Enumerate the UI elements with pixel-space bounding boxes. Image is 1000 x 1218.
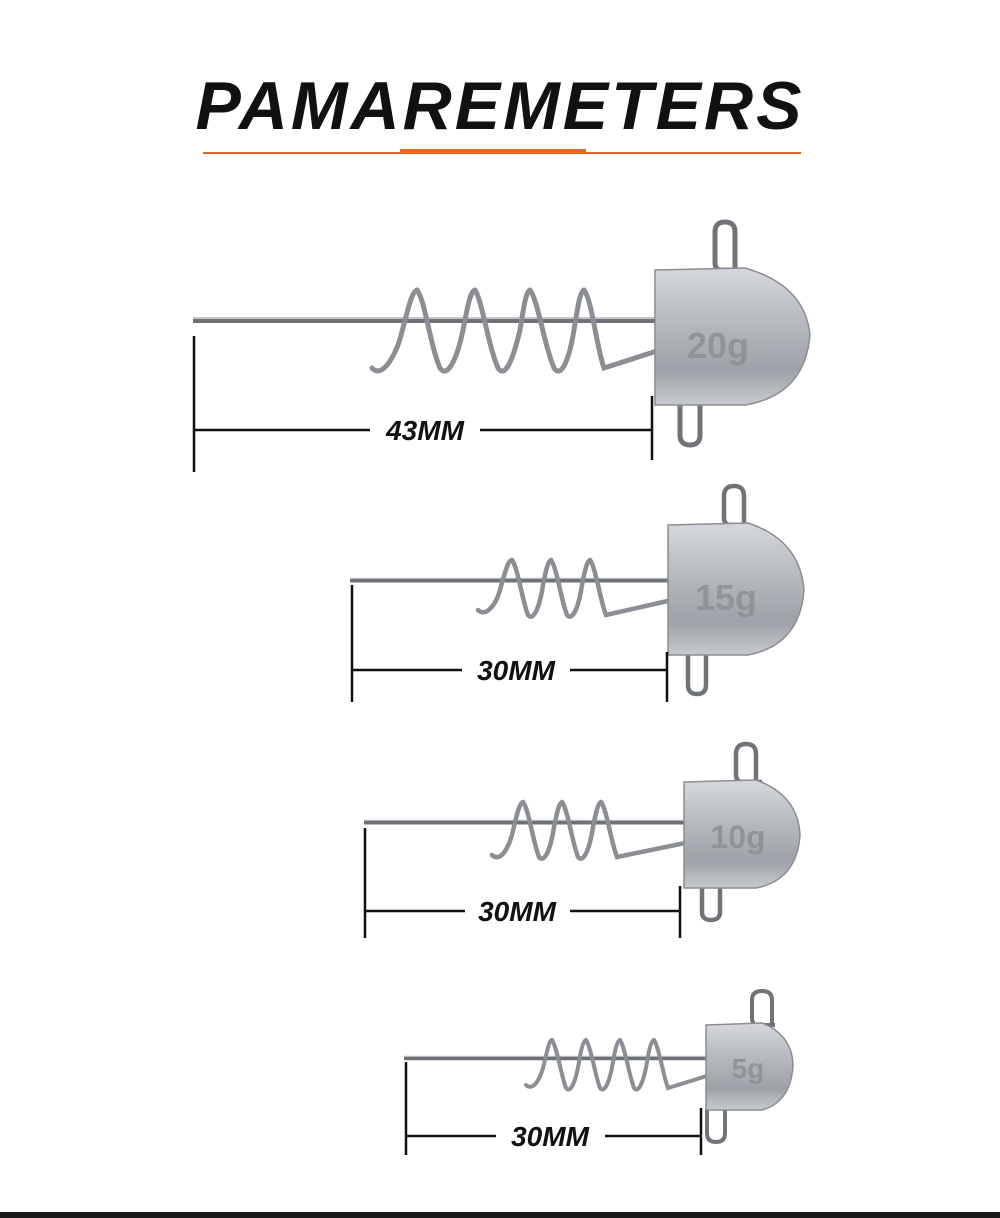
lead-head [683,779,801,889]
length-dimension [350,585,669,702]
hook-eye-loop [677,395,703,448]
line-tie-loop [721,483,748,528]
page-title: PAMAREMETERS [195,68,805,144]
weight-marking: 5g [732,1053,765,1084]
weight-marking: 15g [695,577,757,618]
title-underline-accent [400,149,586,154]
screw-spring [524,1038,712,1092]
jig-head-20g: 20g 43MM [192,219,811,472]
jig-head-15g: 15g 30MM [350,483,805,702]
line-tie-loop [750,988,775,1027]
length-label: 30MM [511,1121,589,1152]
line-tie-loop [712,219,738,273]
line-tie-loop [733,741,762,785]
jig-head-5g: 5g 30MM [404,988,794,1155]
length-dimension [404,1062,703,1155]
lead-head [654,267,811,406]
length-label: 30MM [477,655,555,686]
screw-spring [489,799,693,861]
hook-eye-loop [699,885,723,923]
length-dimension [192,336,654,472]
length-dimension [363,828,682,938]
screw-spring [369,287,663,374]
hook-eye-loop [705,1110,727,1145]
bottom-divider [0,1212,1000,1218]
lead-head [667,522,805,656]
hook-eye-loop [685,648,709,697]
length-label: 30MM [478,896,556,927]
lead-head [705,1022,794,1111]
length-label: 43MM [385,415,464,446]
weight-marking: 20g [687,325,749,366]
weight-marking: 10g [710,819,765,855]
jig-head-10g: 10g 30MM [363,741,801,938]
screw-spring [475,557,675,619]
